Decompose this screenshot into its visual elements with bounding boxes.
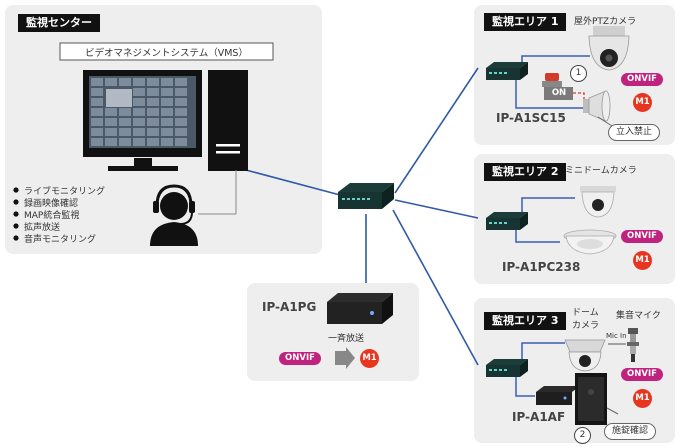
feature-item: 拡声放送: [24, 223, 61, 233]
microphone-icon: [627, 328, 639, 362]
mini-dome-camera-icon: [580, 186, 616, 218]
area3-step-number: 2: [574, 427, 591, 444]
area2-title: 監視エリア 2: [484, 163, 567, 181]
area1-camera-label: 屋外PTZカメラ: [574, 17, 637, 27]
pc-tower-icon: [208, 70, 248, 171]
area3-mic-label: 集音マイク: [616, 311, 661, 321]
link-switch-area2: [394, 199, 479, 219]
area2-switch-icon: [486, 212, 528, 230]
ceiling-speaker-icon: [563, 229, 617, 255]
area1-callout: 立入禁止: [608, 124, 661, 141]
monitoring-center-title: 監視センター: [18, 14, 100, 32]
area2-m1-badge: M1: [633, 251, 652, 270]
vms-label: ビデオマネジメントシステム（VMS）: [85, 48, 248, 59]
monitor-icon: [83, 70, 202, 171]
pg-broadcast-label: 一斉放送: [328, 334, 365, 344]
area3-amplifier-icon: [536, 386, 580, 405]
area3-onvif-badge: ONVIF: [621, 368, 663, 381]
area1-on-label: ON: [551, 88, 567, 98]
area2-onvif-badge: ONVIF: [621, 230, 663, 243]
area3-model: IP-A1AF: [512, 410, 566, 424]
arrow-icon: [335, 347, 355, 369]
area3-switch-icon: [486, 359, 528, 377]
alarm-trigger-icon: [542, 73, 573, 100]
network-switch-icon: [338, 183, 394, 209]
link-switch-area1: [394, 67, 479, 194]
area2-camera-label: ミニドームカメラ: [565, 166, 637, 176]
area1-title: 監視エリア 1: [484, 13, 567, 31]
area1-model: IP-A1SC15: [496, 111, 566, 125]
area1-switch-icon: [486, 62, 528, 80]
pg-model: IP-A1PG: [262, 300, 317, 314]
pg-amplifier-icon: [327, 293, 393, 324]
area3-camera-label-2: カメラ: [572, 321, 600, 331]
area3-callout: 施錠確認: [604, 423, 657, 440]
area1-step-number: 1: [570, 65, 587, 82]
feature-item: 録画映像確認: [24, 199, 79, 209]
horn-speaker-icon: [583, 90, 611, 122]
area3-mic-in-label: Mic In: [606, 332, 627, 340]
dome-camera-icon: [564, 339, 606, 372]
feature-item: ライブモニタリング: [24, 187, 106, 197]
area3-camera-label-1: ドーム: [572, 308, 599, 318]
area2-model: IP-A1PC238: [502, 260, 581, 274]
pg-m1-badge: M1: [360, 349, 379, 368]
area1-m1-badge: M1: [633, 93, 652, 112]
link-center-switch: [245, 169, 341, 196]
pg-onvif-badge: ONVIF: [279, 352, 321, 365]
area3-title: 監視エリア 3: [484, 312, 567, 330]
operator-icon: [150, 170, 237, 246]
feature-item: MAP統合監視: [24, 211, 80, 221]
feature-bullets: [13, 187, 19, 241]
cabinet-speaker-icon: [575, 373, 607, 425]
ptz-camera-icon: [588, 26, 630, 71]
area3-m1-badge: M1: [633, 389, 652, 408]
feature-item: 音声モニタリング: [24, 235, 97, 245]
vms-label-box: [59, 42, 274, 61]
area1-onvif-badge: ONVIF: [621, 73, 663, 86]
link-switch-area3: [392, 209, 479, 366]
